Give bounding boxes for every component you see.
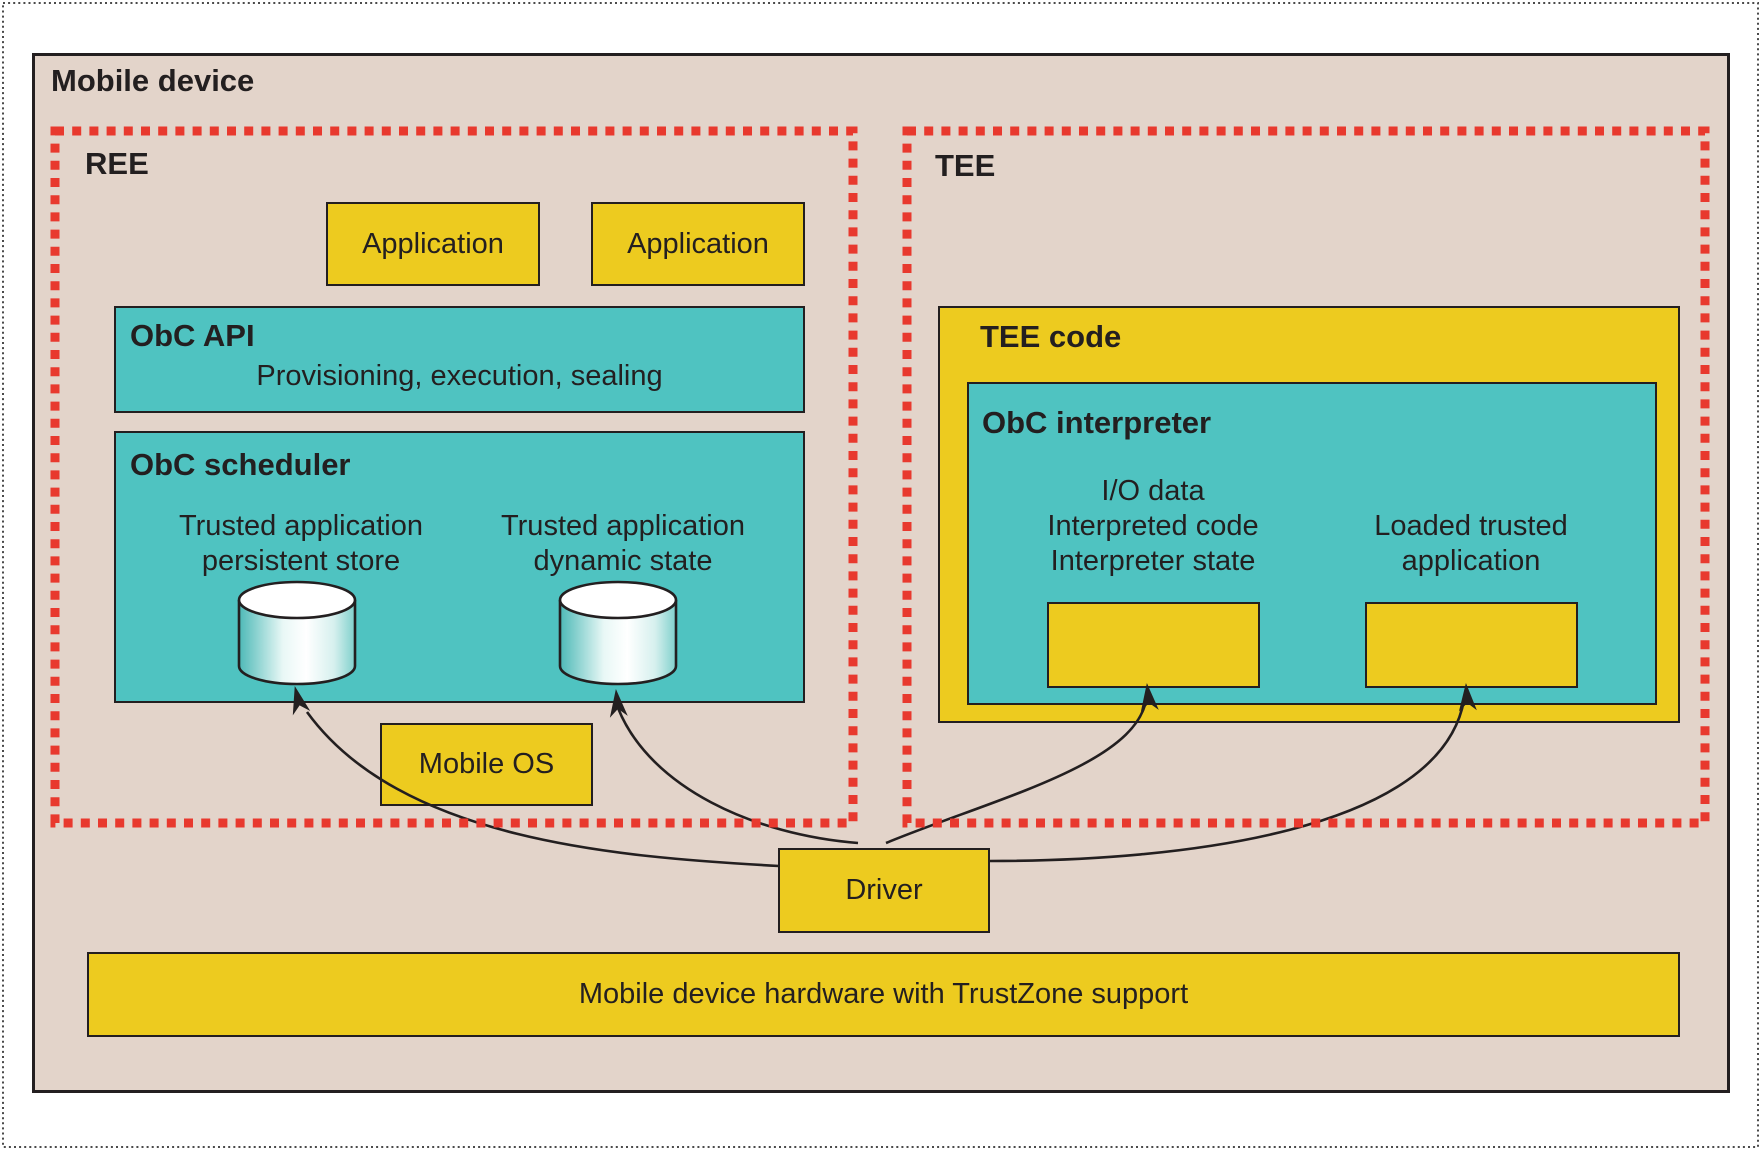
- obc-api-title: ObC API: [130, 318, 255, 353]
- tee-label: TEE: [935, 148, 996, 183]
- obc-scheduler-title: ObC scheduler: [130, 447, 351, 482]
- application-label-1: Application: [362, 227, 504, 260]
- loaded-trusted-label: Loaded trusted application: [1341, 509, 1601, 579]
- persistent-store-line-1: Trusted application: [179, 510, 423, 542]
- tee-code-box: TEE code ObC interpreter I/O data Interp…: [938, 306, 1680, 723]
- mobile-os-box: Mobile OS: [380, 723, 593, 806]
- driver-box: Driver: [778, 848, 990, 933]
- interpreter-data-box: [1047, 602, 1260, 688]
- loaded-trusted-line-2: application: [1401, 545, 1541, 577]
- obc-interpreter-title: ObC interpreter: [982, 405, 1212, 440]
- loaded-trusted-line-1: Loaded trusted: [1374, 510, 1568, 542]
- application-box-1: Application: [326, 202, 540, 286]
- mobile-device-panel: Mobile device REE TEE Application Applic…: [32, 53, 1730, 1093]
- obc-api-box: ObC API Provisioning, execution, sealing: [114, 306, 805, 413]
- interpreter-state-line-1: I/O data: [1101, 475, 1205, 507]
- loaded-application-box: [1365, 602, 1578, 688]
- interpreter-state-line-3: Interpreter state: [1050, 545, 1256, 577]
- persistent-store-line-2: persistent store: [201, 545, 401, 577]
- interpreter-state-label: I/O data Interpreted code Interpreter st…: [1023, 474, 1283, 579]
- obc-interpreter-box: ObC interpreter I/O data Interpreted cod…: [967, 382, 1657, 705]
- driver-label: Driver: [845, 874, 923, 906]
- obc-scheduler-box: ObC scheduler Trusted application persis…: [114, 431, 805, 703]
- hardware-bar: Mobile device hardware with TrustZone su…: [87, 952, 1680, 1037]
- tee-code-title: TEE code: [980, 319, 1122, 354]
- mobile-os-label: Mobile OS: [418, 748, 555, 780]
- hardware-label: Mobile device hardware with TrustZone su…: [578, 978, 1189, 1010]
- application-label-2: Application: [627, 227, 769, 260]
- interpreter-state-line-2: Interpreted code: [1047, 510, 1259, 542]
- application-box-2: Application: [591, 202, 805, 286]
- mobile-device-label: Mobile device: [51, 63, 255, 98]
- dynamic-state-line-1: Trusted application: [501, 510, 745, 542]
- dynamic-state-line-2: dynamic state: [533, 545, 713, 577]
- obc-api-subtitle: Provisioning, execution, sealing: [256, 360, 663, 392]
- persistent-store-label: Trusted application persistent store: [171, 509, 431, 579]
- dynamic-state-label: Trusted application dynamic state: [493, 509, 753, 579]
- ree-label: REE: [85, 146, 149, 181]
